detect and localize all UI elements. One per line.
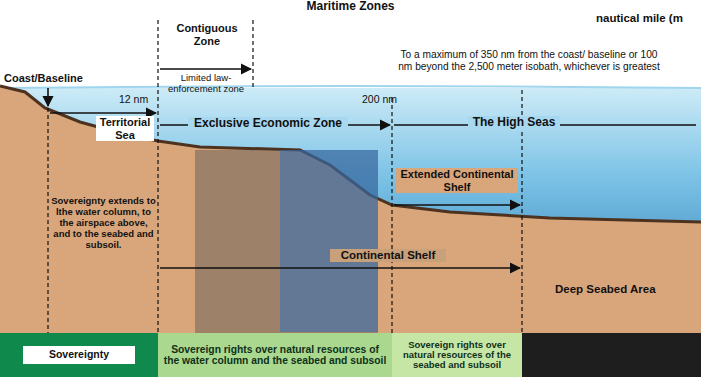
rights-band: Sovereign rights over natural resources …	[392, 333, 522, 377]
zone-name: The High Seas	[468, 116, 560, 130]
zone-name: Continental Shelf	[330, 249, 446, 262]
band-text: Sovereignty	[23, 346, 135, 363]
unit-note: nautical mile (m	[596, 12, 698, 25]
zone-name: Territorial Sea	[96, 116, 154, 141]
zone-name: Deep Seabed Area	[555, 283, 685, 296]
band-text: Sovereign rights over natural resources …	[396, 340, 518, 371]
band-text-wrap: Sovereignty	[23, 346, 135, 363]
zone-note: Limited law-enforcement zone	[161, 73, 251, 95]
zone-name: Extended Continental Shelf	[396, 168, 518, 193]
sovereignty-band: Sovereignty	[0, 333, 158, 377]
sovereignty-note: Sovereignty extends to lthe water column…	[51, 196, 156, 251]
zone-name: Contiguous Zone	[163, 22, 251, 47]
band-text-wrap: Sovereign rights over natural resources …	[396, 340, 518, 371]
band-text: Sovereign rights over natural resources …	[162, 344, 388, 366]
band-text-wrap: Sovereign rights over natural resources …	[162, 344, 388, 366]
diagram-title: Maritime Zones	[0, 0, 701, 14]
distance-marker: 200 nm	[362, 93, 412, 105]
zone-name: Exclusive Economic Zone	[188, 117, 348, 131]
limit-note: To a maximum of 350 nm from the coast/ b…	[398, 49, 660, 72]
rights-band: Sovereign rights over natural resources …	[158, 333, 392, 377]
baseline-label: Coast/Baseline	[4, 72, 104, 85]
distance-marker: 12 nm	[119, 93, 159, 105]
